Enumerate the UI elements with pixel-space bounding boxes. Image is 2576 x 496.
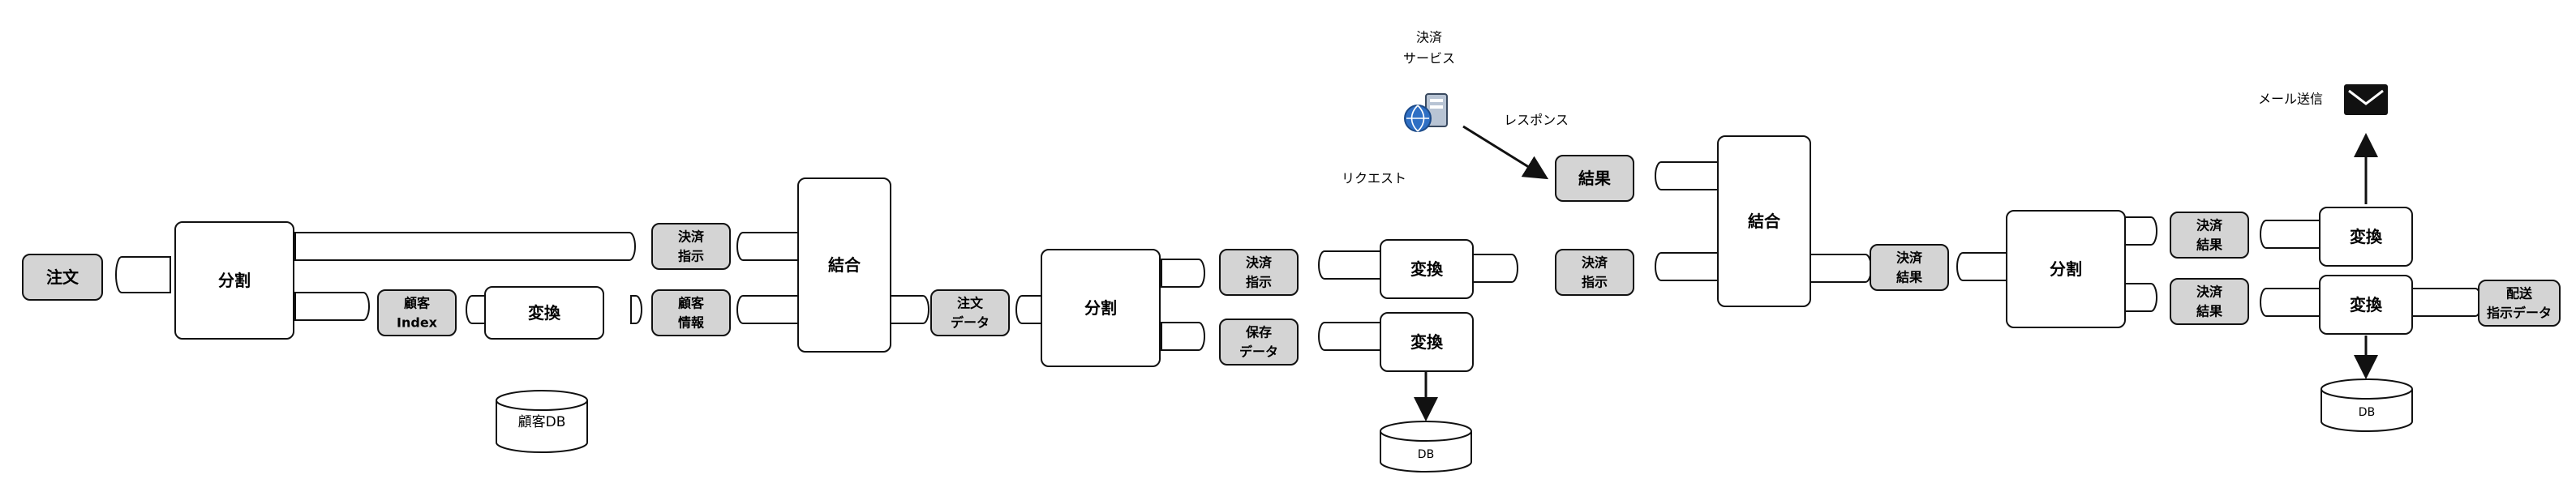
pipe-split2-out-a (1161, 259, 1205, 288)
transform-box-5 (2319, 275, 2413, 335)
transform-label-5: 変換 (2350, 295, 2383, 314)
payment-instruction-3-line2: 指示 (1582, 275, 1608, 290)
payment-instruction-box-2 (1219, 249, 1299, 296)
transform-box-4 (2319, 207, 2413, 267)
pipe-split2-out-b (1161, 322, 1205, 351)
pipe-join2-out (1808, 254, 1872, 283)
customer-info-line1: 顧客 (678, 296, 705, 311)
payment-result-2-line1: 決済 (2196, 218, 2223, 233)
pipe-split3-out-b (2124, 283, 2157, 312)
delivery-instruction-line2: 指示データ (2487, 306, 2552, 321)
payment-service-line1: 決済 (1416, 30, 1442, 45)
pipe-to-transform2 (1318, 250, 1381, 280)
mail-send-label: メール送信 (2258, 92, 2323, 107)
arrow-response (1462, 125, 1549, 180)
order-data-box (930, 289, 1010, 336)
pipe-transform-to-info (630, 295, 642, 324)
pipe-join-to-orderdata (889, 295, 930, 324)
pipe-payinstr-to-join2 (1655, 252, 1719, 281)
payment-instruction-1-line1: 決済 (678, 229, 705, 245)
payment-result-box-1 (1870, 244, 1949, 291)
customer-index-line1: 顧客 (404, 296, 431, 311)
envelope-icon (2344, 84, 2388, 115)
db-label-1: DB (1418, 448, 1434, 461)
pipe-result-to-join2 (1655, 161, 1719, 190)
pipe-to-transform3 (1318, 322, 1381, 351)
transform-label-4: 変換 (2350, 227, 2383, 246)
payment-result-1-line2: 結果 (1896, 270, 1922, 285)
pipe-transform5-out (2411, 288, 2482, 317)
payment-result-2-line2: 結果 (2196, 237, 2222, 253)
db-cylinder-2 (2320, 378, 2413, 432)
request-label: リクエスト (1342, 171, 1406, 186)
payment-result-3-line1: 決済 (2196, 284, 2223, 300)
pipe-to-split3 (1956, 252, 2007, 281)
customer-index-box (377, 289, 457, 336)
split-label-1: 分割 (218, 271, 251, 290)
payment-result-box-3 (2170, 278, 2249, 325)
db-label-2: DB (2359, 406, 2375, 419)
pipe-order-to-split (115, 256, 171, 293)
join-label-1: 結合 (828, 255, 861, 275)
pipe-info-to-join (736, 295, 799, 324)
delivery-instruction-line1: 配送 (2506, 286, 2533, 301)
payment-instruction-box-3 (1555, 249, 1634, 296)
join-box-1 (797, 177, 891, 353)
result-box (1555, 155, 1634, 202)
payment-result-3-line2: 結果 (2196, 304, 2222, 319)
payment-instruction-2-line1: 決済 (1246, 255, 1273, 271)
pipe-payment-to-join (736, 232, 799, 261)
split-box-1 (174, 221, 294, 340)
split-box-3 (2006, 210, 2126, 328)
pipe-orderdata-to-split2 (1015, 295, 1042, 324)
payment-instruction-2-line2: 指示 (1246, 275, 1272, 290)
transform-label-1: 変換 (528, 303, 561, 323)
split-box-2 (1041, 249, 1161, 367)
payment-service-line2: サービス (1403, 51, 1455, 66)
transform-box-2 (1380, 239, 1474, 299)
order-label-box (22, 254, 103, 301)
transform-label-3: 変換 (1410, 332, 1444, 352)
result-label: 結果 (1578, 169, 1611, 188)
pipe-split3-out-a (2124, 216, 2157, 246)
payment-instruction-1-line2: 指示 (678, 249, 704, 264)
join-box-2 (1717, 135, 1811, 307)
transform-label-2: 変換 (1410, 259, 1444, 279)
pipe-transform2-out (1469, 254, 1518, 283)
payment-instruction-3-line1: 決済 (1582, 255, 1608, 271)
saved-data-line1: 保存 (1245, 325, 1272, 340)
response-label: レスポンス (1504, 113, 1569, 128)
join-label-2: 結合 (1748, 212, 1781, 231)
pipe-index-to-transform (466, 295, 486, 324)
split-label-3: 分割 (2050, 259, 2082, 279)
order-label: 注文 (46, 267, 79, 287)
order-data-line2: データ (951, 315, 990, 331)
pipe-to-transform4 (2260, 220, 2321, 249)
order-data-line1: 注文 (957, 296, 984, 311)
payment-result-box-2 (2170, 212, 2249, 259)
split-label-2: 分割 (1084, 298, 1117, 318)
db-cylinder-1 (1379, 421, 1472, 472)
transform-box-1 (484, 286, 604, 340)
customer-index-line2: Index (397, 315, 438, 331)
saved-data-line2: データ (1239, 344, 1278, 360)
customer-info-box (651, 289, 731, 336)
payment-result-1-line1: 決済 (1896, 250, 1923, 266)
globe-server-icon (1404, 93, 1448, 132)
customer-db-cylinder (495, 390, 588, 453)
pipe-split-to-payment (294, 232, 636, 261)
saved-data-box (1219, 319, 1299, 366)
customer-info-line2: 情報 (678, 315, 705, 331)
payment-instruction-box-1 (651, 223, 731, 270)
pipe-split-to-index (294, 292, 370, 321)
customer-db-label: 顧客DB (518, 414, 566, 430)
delivery-instruction-box (2478, 280, 2561, 327)
pipe-to-transform5 (2260, 288, 2321, 317)
